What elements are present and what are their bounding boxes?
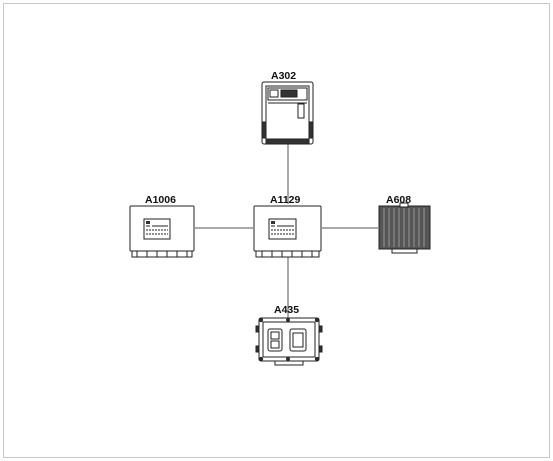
device-a1129-icon: [253, 205, 322, 258]
node-label-a1129: A1129: [270, 194, 301, 206]
connections: [195, 144, 378, 318]
device-a435-icon: [255, 317, 323, 366]
device-a302-icon: [261, 81, 314, 145]
device-a608-icon: [378, 202, 431, 254]
node-label-a302: A302: [271, 70, 296, 82]
device-a1006-icon: [129, 205, 195, 258]
node-a1006[interactable]: A1006: [129, 194, 195, 258]
node-label-a1006: A1006: [145, 194, 176, 206]
node-a608[interactable]: A608: [378, 194, 431, 254]
node-label-a435: A435: [274, 304, 299, 316]
node-a302[interactable]: A302: [261, 70, 314, 145]
node-a435[interactable]: A435: [255, 304, 323, 366]
node-a1129[interactable]: A1129: [253, 194, 322, 258]
